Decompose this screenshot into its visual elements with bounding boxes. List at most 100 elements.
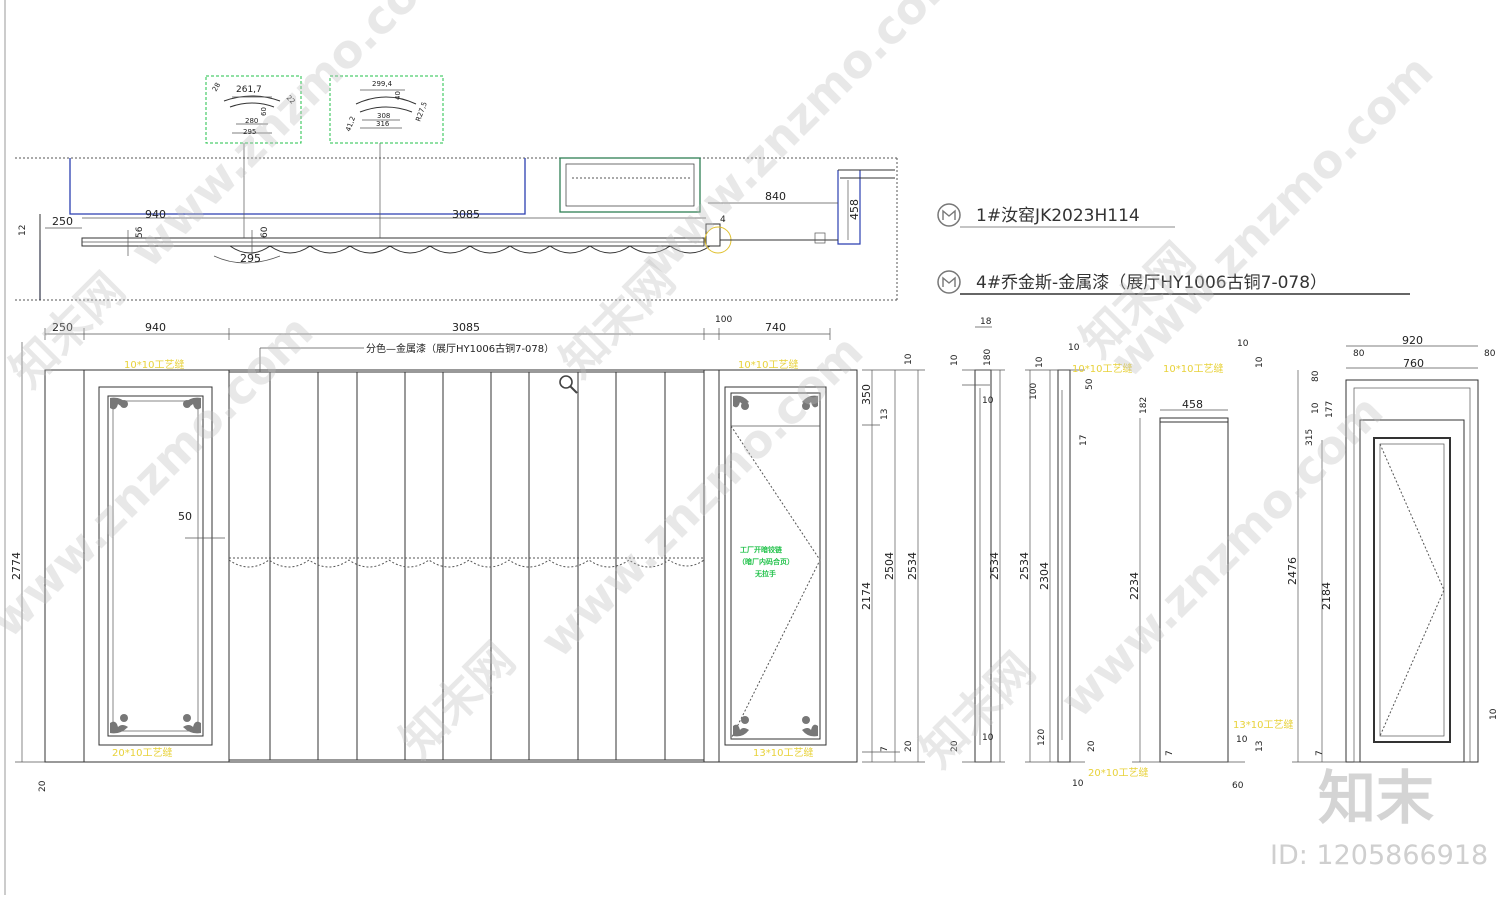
elev-dim-100: 100 xyxy=(715,315,732,325)
plan-dim-295: 295 xyxy=(240,252,261,265)
sec4-dim-177: 177 xyxy=(1325,401,1335,418)
plan-dim-250: 250 xyxy=(52,215,73,228)
plan-view: 250 940 3085 840 458 56 60 4 295 12 xyxy=(15,143,898,301)
sec2-dim-10a: 10 xyxy=(1068,343,1080,353)
elev-dim-20: 20 xyxy=(38,780,48,792)
detail-a-295: 295 xyxy=(243,128,256,136)
watermark-logo: 知末 xyxy=(1318,764,1434,832)
legend: 1#汝窑JK2023H114 4#乔金斯-金属漆（展厅HY1006古铜7-078… xyxy=(937,203,1410,295)
craft-seam-bottom-right: 13*10工艺缝 xyxy=(753,746,813,759)
elev-dim-50: 50 xyxy=(178,510,192,523)
plan-dim-940: 940 xyxy=(145,208,166,221)
sec3-dim-10a: 10 xyxy=(1237,339,1249,349)
watermark-id: ID: 1205866918 xyxy=(1270,840,1488,871)
sec2-dim-10c: 10 xyxy=(1072,779,1084,789)
elev-dim-3085: 3085 xyxy=(452,321,480,334)
sec2-dim-10b: 10 xyxy=(1035,356,1045,368)
elev-dim-2504: 2504 xyxy=(883,552,896,580)
section-view-1: 18 180 10 10 2534 20 10 xyxy=(950,317,1005,763)
detail-b-308: 308 xyxy=(377,112,390,120)
hinge-note-1: 工厂开暗铰链 xyxy=(740,545,782,554)
magnifier-icon[interactable] xyxy=(559,375,578,394)
legend-item-1: 1#汝窑JK2023H114 xyxy=(976,206,1140,226)
profile-detail-a: 261,7 280 295 60 28 22 xyxy=(205,75,302,144)
material-tag-icon xyxy=(937,270,961,294)
ornament-icon xyxy=(110,397,201,734)
metal-paint-note: 分色—金属漆（展厅HY1006古铜7-078） xyxy=(366,342,554,355)
plan-dim-840: 840 xyxy=(765,190,786,203)
detail-a-280: 280 xyxy=(245,117,258,125)
sec3-dim-60: 60 xyxy=(1232,781,1244,791)
sec3-dim-2234: 2234 xyxy=(1128,572,1141,600)
sec1-dim-10a: 10 xyxy=(950,354,960,366)
elev-dim-940: 940 xyxy=(145,321,166,334)
sec3-dim-10c: 10 xyxy=(1236,735,1248,745)
sec1-dim-20: 20 xyxy=(950,740,960,752)
sec3-dim-458: 458 xyxy=(1182,398,1203,411)
elev-dim-13: 13 xyxy=(880,409,890,420)
sec2-dim-120: 120 xyxy=(1037,729,1047,746)
detail-b-316: 316 xyxy=(376,120,390,128)
plan-dim-56: 56 xyxy=(135,226,145,238)
sec4-dim-315: 315 xyxy=(1305,429,1315,446)
sec3-craft-top: 10*10工艺缝 xyxy=(1163,362,1223,375)
elev-dim-7: 7 xyxy=(880,746,890,752)
sec4-dim-80a: 80 xyxy=(1353,349,1365,359)
elev-dim-2534: 2534 xyxy=(906,552,919,580)
sec2-dim-50: 50 xyxy=(1085,378,1095,390)
plan-dim-60: 60 xyxy=(260,226,270,238)
section-view-3: 10 10 182 458 2234 7 10 13 60 10*10工艺缝 1… xyxy=(1128,339,1293,791)
plan-dim-458: 458 xyxy=(848,199,861,220)
sec3-dim-13: 13 xyxy=(1255,741,1265,752)
detail-a-60: 60 xyxy=(260,107,268,116)
sec1-dim-10b: 10 xyxy=(982,396,994,406)
sec4-dim-2476: 2476 xyxy=(1286,557,1299,585)
section-view-2: 10 10 100 50 17 2534 2304 120 20 10 10*1… xyxy=(1018,343,1148,789)
sec2-craft-top: 10*10工艺缝 xyxy=(1072,362,1132,375)
sec4-dim-2184: 2184 xyxy=(1320,582,1333,610)
elev-dim-250: 250 xyxy=(52,321,73,334)
plan-dim-4: 4 xyxy=(720,215,726,225)
sec3-dim-10b: 10 xyxy=(1255,356,1265,368)
detail-a-22: 22 xyxy=(285,94,297,106)
sec2-dim-2534: 2534 xyxy=(1018,552,1031,580)
legend-item-2: 4#乔金斯-金属漆（展厅HY1006古铜7-078） xyxy=(976,273,1327,293)
sec3-craft-bottom: 13*10工艺缝 xyxy=(1233,718,1293,731)
section-view-4: 920 80 760 80 80 10 177 315 2476 2184 7 … xyxy=(1286,334,1499,763)
plan-dim-12: 12 xyxy=(18,225,28,236)
material-tag-icon xyxy=(937,203,961,227)
sec2-dim-2304: 2304 xyxy=(1038,562,1051,590)
sec3-dim-182: 182 xyxy=(1139,397,1149,414)
hinge-note-3: 无拉手 xyxy=(754,569,776,578)
sec4-dim-10: 10 xyxy=(1311,402,1321,414)
ornament-icon xyxy=(733,395,818,737)
sec3-dim-7: 7 xyxy=(1165,750,1175,756)
elev-dim-740: 740 xyxy=(765,321,786,334)
sec1-dim-180: 180 xyxy=(983,349,993,366)
sec4-dim-10b: 10 xyxy=(1489,708,1499,720)
elevation-view: 250 940 3085 100 740 2774 20 50 xyxy=(10,315,925,792)
sec2-dim-17: 17 xyxy=(1079,435,1089,446)
sec4-dim-7: 7 xyxy=(1315,750,1325,756)
elev-dim-2174: 2174 xyxy=(860,582,873,610)
sec4-dim-80b: 80 xyxy=(1484,349,1496,359)
sec1-dim-10c: 10 xyxy=(982,733,994,743)
detail-b-top: 299,4 xyxy=(372,80,393,88)
plan-dim-3085: 3085 xyxy=(452,208,480,221)
elev-dim-350: 350 xyxy=(860,384,873,405)
sec4-dim-80c: 80 xyxy=(1311,370,1321,382)
sec1-dim-2534: 2534 xyxy=(988,552,1001,580)
sec2-dim-100: 100 xyxy=(1029,383,1039,400)
sec2-craft-bottom: 20*10工艺缝 xyxy=(1088,766,1148,779)
sec4-dim-920: 920 xyxy=(1402,334,1423,347)
elev-dim-10: 10 xyxy=(904,353,914,365)
detail-b-40: 40 xyxy=(394,91,402,100)
craft-seam-top-right: 10*10工艺缝 xyxy=(738,358,798,371)
sec2-dim-20: 20 xyxy=(1087,740,1097,752)
sec1-dim-18: 18 xyxy=(980,317,992,327)
detail-a-28: 28 xyxy=(211,81,222,93)
craft-seam-top-left: 10*10工艺缝 xyxy=(124,358,184,371)
craft-seam-bottom-left: 20*10工艺缝 xyxy=(112,746,172,759)
detail-a-top: 261,7 xyxy=(236,85,262,95)
